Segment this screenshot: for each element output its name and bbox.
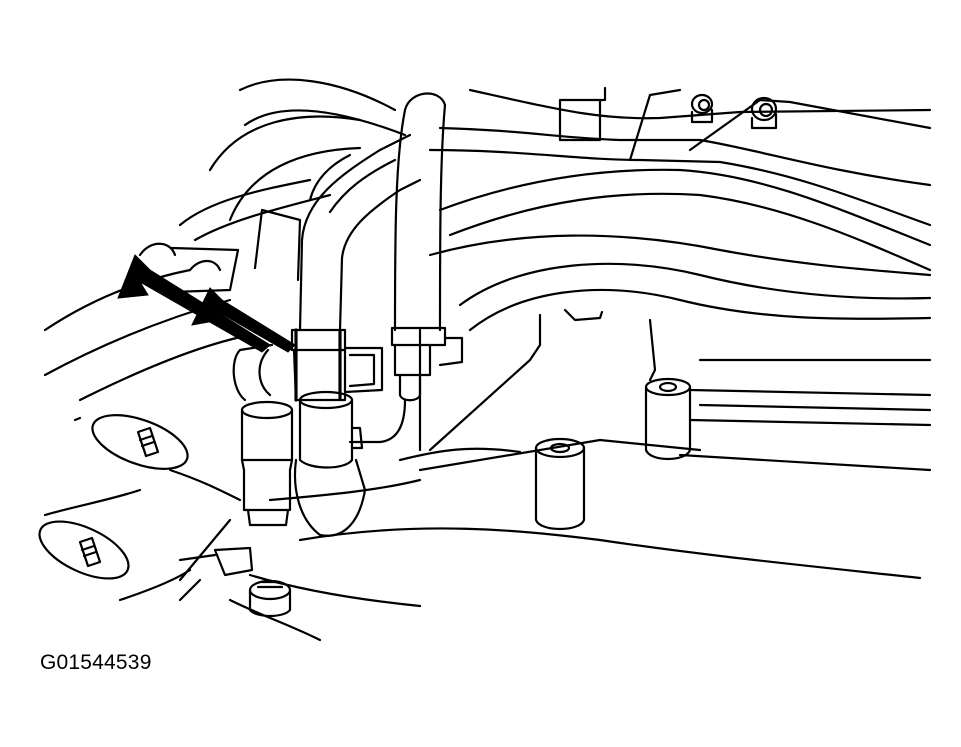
- bolt-icon: [248, 579, 292, 618]
- vacuum-hoses: [138, 78, 407, 294]
- bolt-icon: [750, 96, 778, 130]
- spacer-post: [534, 437, 586, 530]
- hose-clamp: [348, 326, 464, 444]
- pcv-valve-fitting: [293, 390, 367, 537]
- pcv-hose: [393, 92, 447, 332]
- bolt-icon: [690, 93, 714, 124]
- hose-clamp: [290, 328, 384, 402]
- breather-hose: [298, 133, 422, 332]
- small-hose: [232, 343, 274, 402]
- manifold-rails: [428, 86, 932, 272]
- figure-id-label: G01544539: [40, 651, 152, 674]
- intake-runners: [428, 234, 932, 472]
- arrow-icon: [117, 254, 271, 353]
- arrow-icon: [191, 287, 296, 353]
- hose-connector: [240, 400, 294, 527]
